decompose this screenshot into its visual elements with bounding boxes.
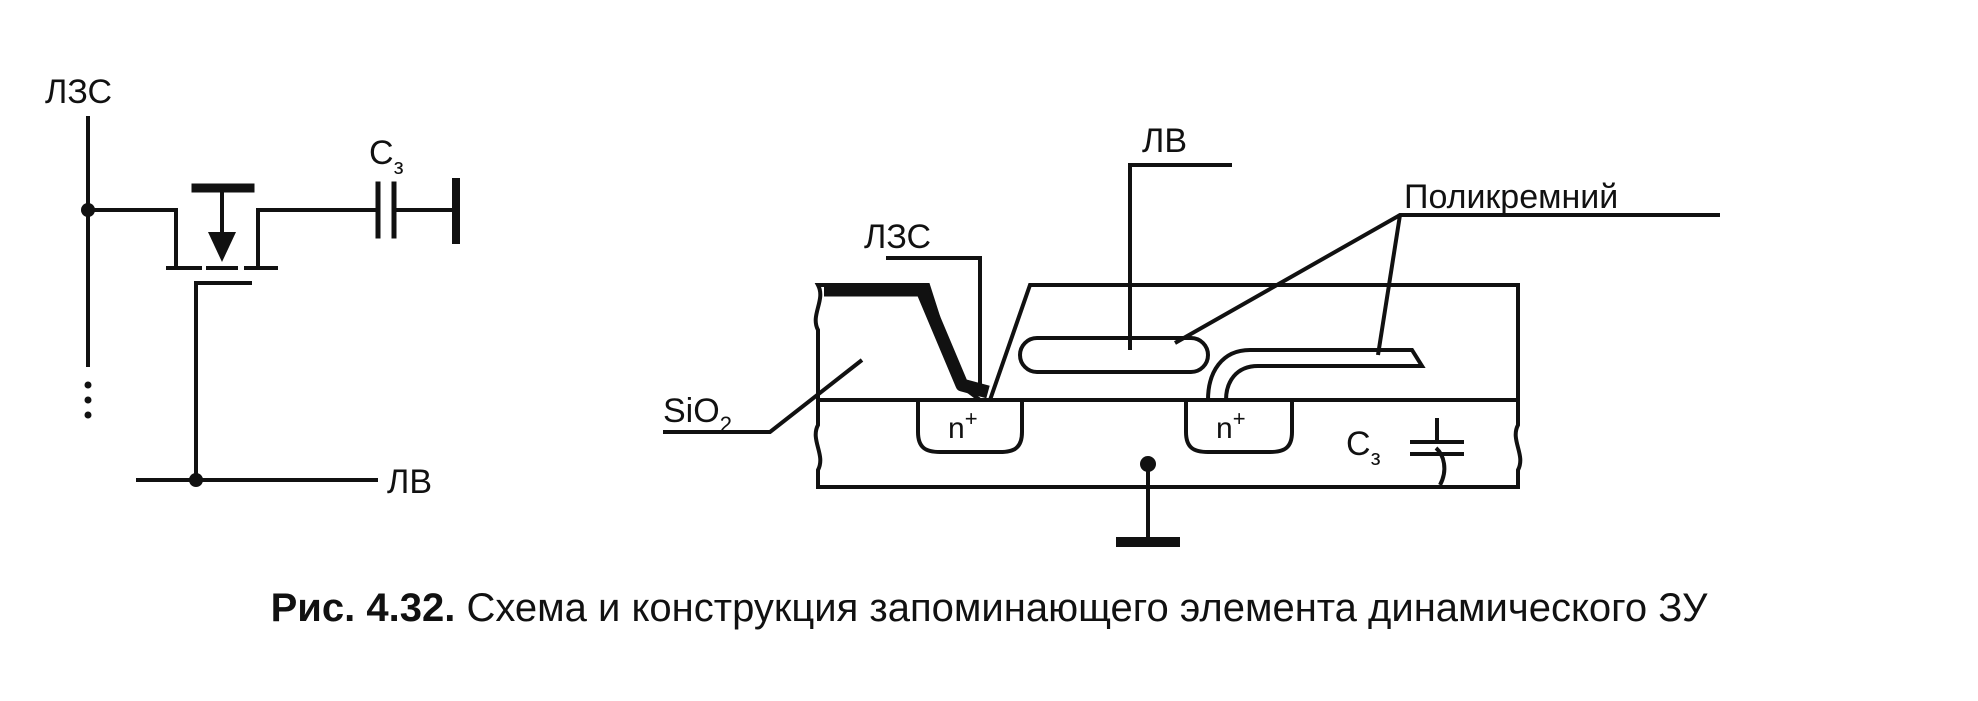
bitline-leader xyxy=(886,256,982,385)
substrate-arrow xyxy=(208,232,236,262)
schematic-bitline-label: ЛЗС xyxy=(45,73,112,111)
substrate-outline xyxy=(813,400,1523,489)
capacitor-leader xyxy=(1434,446,1447,486)
n-plus-diffusion-right xyxy=(1184,400,1294,454)
schematic-capacitor-subscript: з xyxy=(394,154,404,179)
figure-caption: Рис. 4.32. Схема и конструкция запоминаю… xyxy=(0,586,1978,631)
n-plus-left-letter: n xyxy=(948,412,965,445)
wordline-junction-dot xyxy=(189,473,203,487)
oxide-formula: SiO xyxy=(663,392,720,430)
schematic-capacitor-letter: C xyxy=(369,134,394,172)
circuit-schematic xyxy=(81,116,460,487)
wordline-poly-gate xyxy=(1018,336,1210,374)
cross-wordline-label: ЛВ xyxy=(1142,122,1187,160)
cross-bitline-label: ЛЗС xyxy=(864,218,931,256)
wordline-leader xyxy=(1128,163,1232,350)
n-plus-right-label: n+ xyxy=(1216,406,1246,445)
n-plus-diffusion-left xyxy=(916,400,1024,454)
polysilicon-leader-upper xyxy=(1174,213,1720,345)
source-wire xyxy=(86,208,178,270)
oxide-subscript: 2 xyxy=(720,412,732,437)
capacitor-poly-plate xyxy=(1206,348,1426,401)
cross-capacitor-letter: C xyxy=(1346,425,1371,463)
cross-capacitor-subscript: з xyxy=(1371,445,1381,470)
schematic-capacitor-label: Cз xyxy=(369,134,404,179)
polysilicon-leader-lower xyxy=(1376,214,1402,356)
figure-caption-text: Схема и конструкция запоминающего элемен… xyxy=(466,586,1708,630)
bitline-continuation-dots xyxy=(84,381,92,419)
n-plus-left-label: n+ xyxy=(948,406,978,445)
device-cross-section xyxy=(663,163,1720,547)
bitline-metal-contact xyxy=(824,283,990,399)
upper-oxide-body xyxy=(988,283,1520,401)
n-plus-left-superscript: + xyxy=(965,406,978,431)
n-plus-right-letter: n xyxy=(1216,412,1233,445)
n-plus-right-superscript: + xyxy=(1233,406,1246,431)
figure-number: Рис. 4.32. xyxy=(270,586,456,630)
oxide-leader xyxy=(663,358,864,434)
schematic-wordline-label: ЛВ xyxy=(387,463,432,501)
gate-to-wordline-wire xyxy=(194,281,252,482)
drain-wire xyxy=(256,208,380,270)
cross-capacitor-label: Cз xyxy=(1346,425,1381,470)
polysilicon-label: Поликремний xyxy=(1404,178,1618,216)
oxide-label: SiO2 xyxy=(663,392,732,437)
